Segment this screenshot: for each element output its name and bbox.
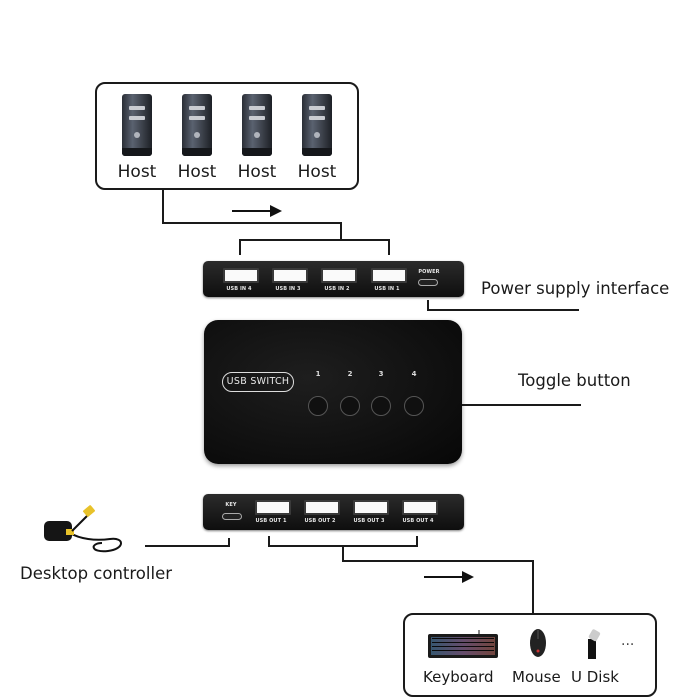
button-number: 3 bbox=[378, 370, 384, 378]
connector-line bbox=[239, 239, 390, 241]
usb-port bbox=[371, 268, 407, 283]
connector-line bbox=[416, 536, 418, 546]
power-callout: Power supply interface bbox=[481, 279, 670, 298]
power-label: POWER bbox=[418, 269, 440, 275]
toggle-button-1[interactable] bbox=[308, 396, 328, 416]
device-label: U Disk bbox=[571, 668, 619, 686]
port-label: USB OUT 3 bbox=[353, 518, 385, 524]
usb-port bbox=[223, 268, 259, 283]
usb-port bbox=[321, 268, 357, 283]
port-label: USB IN 1 bbox=[374, 286, 400, 292]
host-label: Host bbox=[297, 162, 337, 182]
more-devices: ... bbox=[621, 633, 635, 649]
callout-line bbox=[427, 300, 429, 310]
port-label: USB IN 4 bbox=[226, 286, 252, 292]
pc-tower-icon bbox=[242, 94, 272, 156]
pc-tower-icon bbox=[182, 94, 212, 156]
device-label: Keyboard bbox=[423, 668, 494, 686]
connector-line bbox=[532, 560, 534, 614]
callout-line bbox=[145, 545, 230, 547]
usb-drive-icon bbox=[585, 627, 601, 661]
host-3: Host bbox=[229, 94, 285, 182]
callout-line bbox=[427, 309, 579, 311]
callout-line bbox=[228, 538, 230, 547]
pc-tower-icon bbox=[302, 94, 332, 156]
usb-port bbox=[304, 500, 340, 515]
port-label: USB OUT 2 bbox=[304, 518, 336, 524]
host-label: Host bbox=[177, 162, 217, 182]
connector-line bbox=[239, 239, 241, 255]
connector-line bbox=[342, 560, 534, 562]
port-label: USB OUT 1 bbox=[255, 518, 287, 524]
pc-tower-icon bbox=[122, 94, 152, 156]
connector-line bbox=[388, 239, 390, 255]
usb-port bbox=[272, 268, 308, 283]
usb-port bbox=[402, 500, 438, 515]
host-1: Host bbox=[109, 94, 165, 182]
host-label: Host bbox=[117, 162, 157, 182]
mouse-icon bbox=[529, 627, 547, 659]
keyboard-icon bbox=[427, 630, 499, 660]
toggle-button-4[interactable] bbox=[404, 396, 424, 416]
key-port bbox=[222, 513, 242, 520]
host-2: Host bbox=[169, 94, 225, 182]
button-number: 1 bbox=[315, 370, 321, 378]
connector-line bbox=[340, 222, 342, 240]
connector-line bbox=[342, 545, 344, 561]
arrow-right-icon bbox=[424, 571, 474, 583]
usb-port bbox=[255, 500, 291, 515]
port-label: USB IN 2 bbox=[324, 286, 350, 292]
key-label: KEY bbox=[225, 502, 237, 508]
toggle-button-2[interactable] bbox=[340, 396, 360, 416]
port-label: USB IN 3 bbox=[275, 286, 301, 292]
callout-line bbox=[462, 404, 581, 406]
desktop-controller-icon bbox=[40, 505, 130, 555]
connector-line bbox=[268, 536, 270, 546]
power-port bbox=[418, 279, 438, 286]
usb-input-panel: USB IN 4 USB IN 3 USB IN 2 USB IN 1 POWE… bbox=[203, 261, 464, 297]
button-number: 2 bbox=[347, 370, 353, 378]
controller-callout: Desktop controller bbox=[20, 564, 173, 583]
toggle-button-3[interactable] bbox=[371, 396, 391, 416]
connector-line bbox=[162, 188, 164, 223]
host-4: Host bbox=[289, 94, 345, 182]
connector-line bbox=[162, 222, 341, 224]
host-label: Host bbox=[237, 162, 277, 182]
usb-switch-body: USB SWITCH 1 2 3 4 bbox=[204, 320, 462, 464]
arrow-right-icon bbox=[232, 205, 282, 217]
button-number: 4 bbox=[411, 370, 417, 378]
usb-switch-badge: USB SWITCH bbox=[222, 372, 294, 392]
hosts-box: Host Host Host Host bbox=[95, 82, 359, 190]
toggle-callout: Toggle button bbox=[518, 371, 631, 390]
port-label: USB OUT 4 bbox=[402, 518, 434, 524]
device-label: Mouse bbox=[512, 668, 561, 686]
usb-port bbox=[353, 500, 389, 515]
usb-output-panel: KEY USB OUT 1 USB OUT 2 USB OUT 3 USB OU… bbox=[203, 494, 464, 530]
devices-box: ... Keyboard Mouse U Disk bbox=[403, 613, 657, 697]
